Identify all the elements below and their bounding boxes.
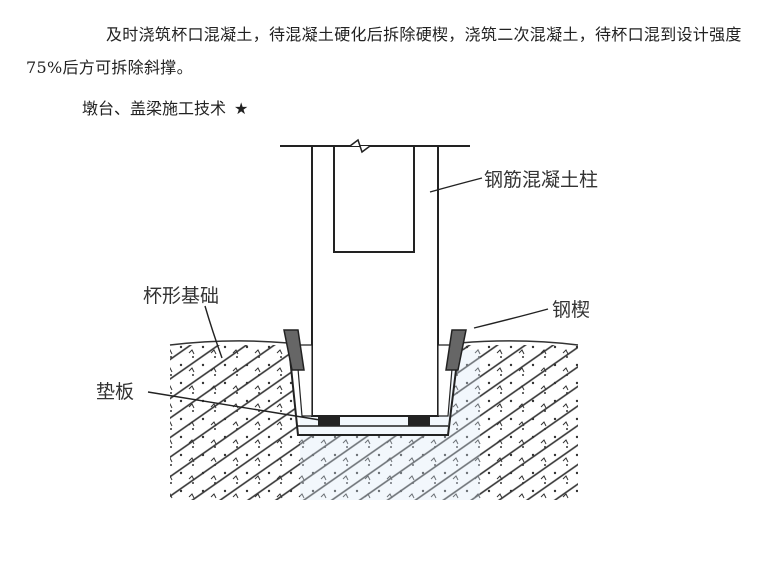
label-pad-plate: 垫板: [96, 381, 134, 403]
pad-plate-right: [408, 416, 430, 426]
label-cup-foundation: 杯形基础: [143, 285, 219, 307]
label-column: 钢筋混凝土柱: [484, 169, 598, 191]
concrete-column: [311, 145, 439, 417]
pad-plate-left: [318, 416, 340, 426]
steel-wedge-right: [445, 329, 467, 371]
section-heading: 墩台、盖梁施工技术 ★: [82, 97, 248, 121]
body-paragraph: 及时浇筑杯口混凝土，待混凝土硬化后拆除硬楔，浇筑二次混凝土，待杯口混到设计强度 …: [26, 25, 742, 77]
steel-wedge-left: [283, 329, 305, 371]
section-heading-text: 墩台、盖梁施工技术: [82, 99, 227, 118]
star-icon: ★: [234, 99, 249, 118]
label-steel-wedge: 钢楔: [552, 299, 590, 321]
